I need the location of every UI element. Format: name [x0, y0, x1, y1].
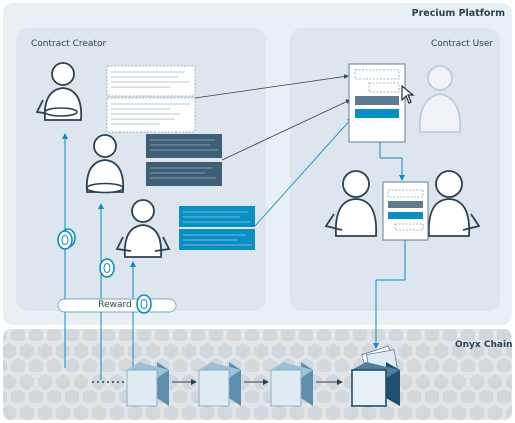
person-icon — [427, 170, 481, 237]
connector-arrow — [221, 99, 351, 161]
block-icon — [351, 345, 400, 407]
code-box-dark — [146, 134, 222, 158]
cursor-icon — [401, 84, 415, 104]
block-icon — [270, 362, 313, 407]
person-icon — [419, 65, 461, 133]
person-icon — [324, 170, 378, 237]
code-box-teal — [179, 229, 255, 250]
person-icon — [35, 62, 83, 121]
onyx-chain-title: Onyx Chain — [455, 340, 513, 350]
contract-user-title: Contract User — [431, 39, 494, 49]
person-icon — [115, 199, 171, 258]
contract-creator-title: Contract Creator — [31, 39, 107, 49]
contract-document — [348, 63, 406, 143]
coin-icon — [99, 258, 115, 278]
block-icon — [198, 362, 241, 407]
code-box-teal — [179, 206, 255, 227]
signing-document — [382, 181, 429, 241]
code-box — [106, 97, 196, 133]
connector-arrow — [194, 74, 349, 99]
person-icon — [85, 134, 125, 194]
coin-icon — [57, 228, 76, 250]
block-icon — [126, 362, 169, 407]
reward-label: Reward — [98, 300, 132, 310]
chain-hex-pattern — [3, 329, 512, 420]
connector-arrow — [254, 117, 353, 227]
coin-icon — [136, 294, 152, 314]
platform-title: Precium Platform — [411, 8, 505, 19]
code-box-dark — [146, 162, 222, 186]
code-box — [106, 65, 196, 97]
